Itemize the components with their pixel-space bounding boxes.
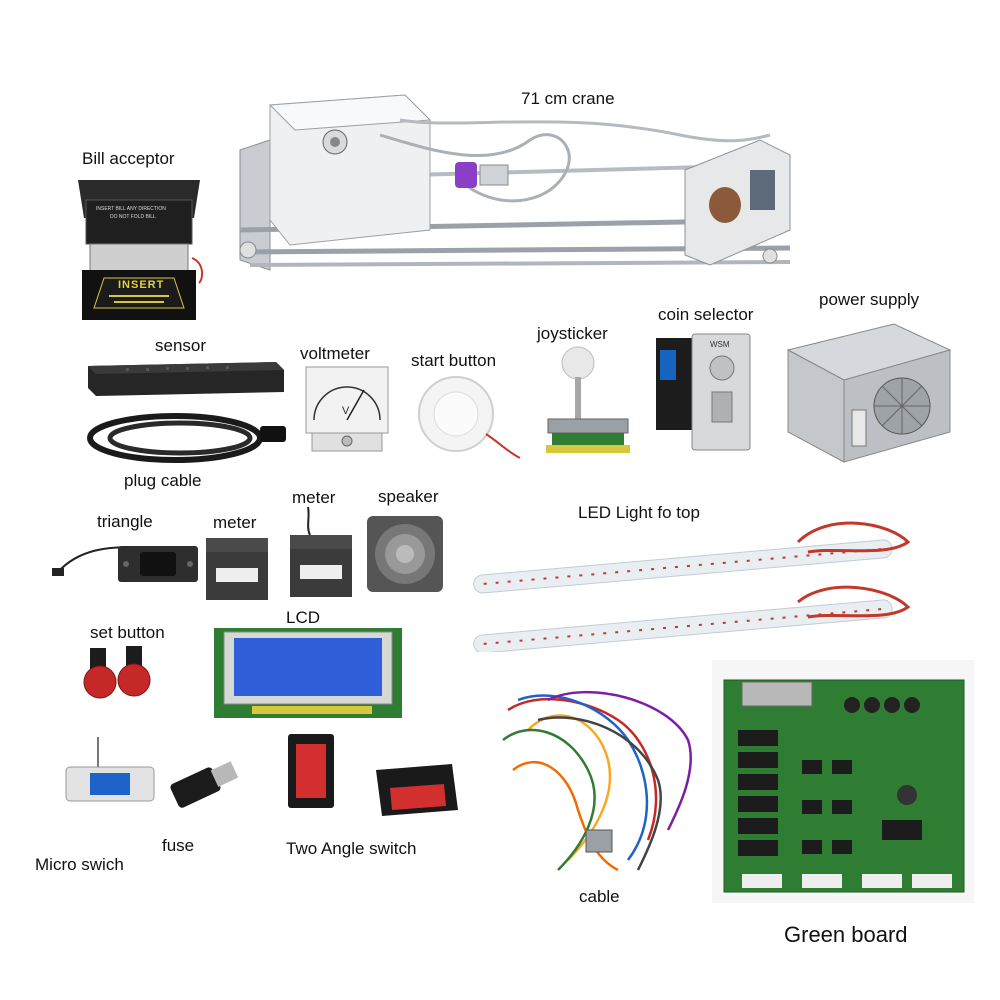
lcd-image <box>212 626 404 721</box>
power-supply-image <box>784 320 954 465</box>
label-fuse: fuse <box>162 836 195 855</box>
plug-cable-image <box>80 408 290 468</box>
speaker-image <box>365 514 445 594</box>
label-joysticker: joysticker <box>537 324 608 343</box>
label-power-supply: power supply <box>819 290 920 309</box>
label-triangle: triangle <box>97 512 153 531</box>
label-crane: 71 cm crane <box>521 89 615 108</box>
bill-face-text-2: DO NOT FOLD BILL <box>110 214 156 220</box>
label-bill-acceptor: Bill acceptor <box>82 149 175 168</box>
green-board-image <box>712 660 974 903</box>
label-plug-cable: plug cable <box>124 471 202 490</box>
bill-face-text: INSERT BILL ANY DIRECTION <box>96 206 166 212</box>
bill-acceptor-image: INSERT BILL ANY DIRECTION DO NOT FOLD BI… <box>74 178 204 323</box>
cable-harness-image <box>498 680 708 880</box>
micro-switch-image <box>60 735 160 815</box>
label-start-button: start button <box>411 351 497 370</box>
bill-insert-text: INSERT <box>118 279 165 291</box>
rocker-switch-right-image <box>372 760 462 820</box>
label-meter-left: meter <box>213 513 257 532</box>
start-button-image <box>416 374 526 464</box>
set-buttons-image <box>82 640 162 705</box>
label-cable: cable <box>579 887 620 906</box>
label-coin-selector: coin selector <box>658 305 754 324</box>
label-meter-right: meter <box>292 488 336 507</box>
label-set-button: set button <box>90 623 165 642</box>
label-voltmeter: voltmeter <box>300 344 370 363</box>
voltmeter-unit: V <box>342 405 350 417</box>
label-lcd: LCD <box>286 608 321 627</box>
label-speaker: speaker <box>378 487 439 506</box>
voltmeter-image: V <box>304 365 390 455</box>
led-light-bars-image <box>468 512 918 652</box>
fuse-image <box>165 752 245 812</box>
label-micro-switch: Micro swich <box>35 855 124 874</box>
coin-selector-image: WSM <box>654 330 754 455</box>
rocker-switch-left-image <box>286 732 336 810</box>
meter-right-image <box>288 505 354 600</box>
sensor-image <box>86 356 286 401</box>
label-two-angle-switch: Two Angle switch <box>286 839 417 858</box>
label-green-board: Green board <box>784 922 908 947</box>
coin-mark: WSM <box>710 340 730 349</box>
triangle-socket-image <box>48 530 208 590</box>
label-sensor: sensor <box>155 336 207 355</box>
meter-left-image <box>204 536 270 602</box>
label-led-light: LED Light fo top <box>578 503 700 522</box>
crane-image <box>230 80 810 280</box>
joystick-image <box>528 345 638 457</box>
